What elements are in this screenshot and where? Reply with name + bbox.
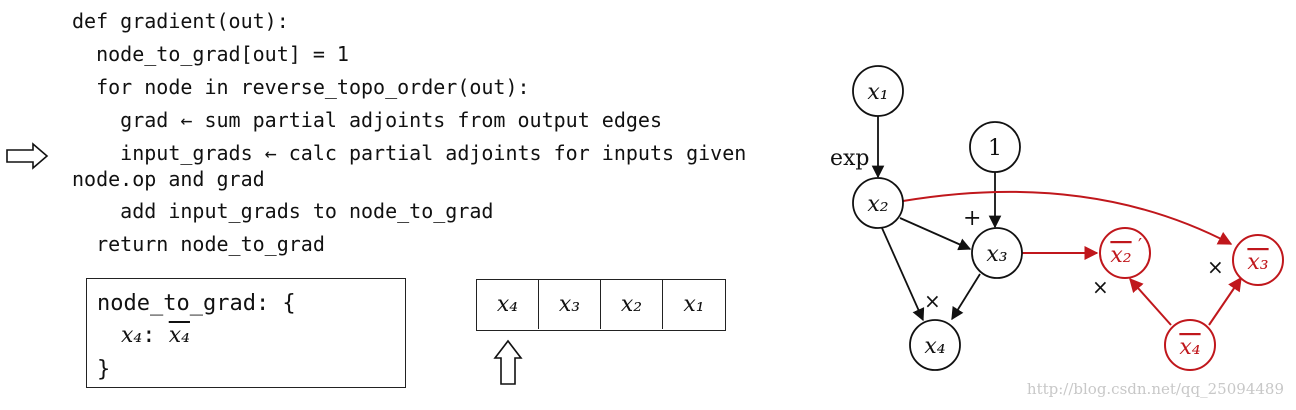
current-line-arrow-icon [6,142,49,170]
computation-graph: x₁ x₂ 1 x₃ x₄ x₂ ′ x₃ x₄ exp + × × × [830,65,1284,371]
svg-text:x₁: x₁ [867,80,888,105]
entry-separator: : [142,323,169,348]
order-cell: x₂ [601,280,663,329]
node-x4bar: x₄ [1164,319,1216,371]
edge-x2-x3 [899,217,972,251]
box-entry: x₄: x₄ [121,323,190,348]
order-cell: x₁ [683,292,705,317]
svg-text:x₂: x₂ [1110,243,1131,268]
code-line: node_to_grad[out] = 1 [72,42,349,66]
code-line: return node_to_grad [72,232,325,256]
code-line: for node in reverse_topo_order(out): [72,75,530,99]
edge-x4bar-x3bar [1208,276,1242,326]
code-line: add input_grads to node_to_grad [72,199,494,223]
reverse-topo-order: x₄ x₃ x₂ x₁ [476,279,726,331]
op-exp-label: exp [830,146,870,171]
svg-text:1: 1 [988,136,1002,161]
order-cell: x₄ [477,280,539,329]
order-cell: x₃ [539,280,601,329]
code-line-current: input_grads ← calc partial adjoints for … [72,141,747,165]
edge-x2-x3bar [902,190,1233,245]
svg-text:x₄: x₄ [924,334,945,359]
op-times-left-label: × [1092,275,1109,299]
svg-text:x₃: x₃ [1247,250,1268,275]
svg-text:′: ′ [1138,235,1142,256]
op-times-right-label: × [1207,255,1224,279]
edge-x2-x4 [881,227,925,322]
node-x2: x₂ [852,177,904,229]
code-line: def gradient(out): [72,9,289,33]
entry-key: x₄ [121,323,143,348]
box-footer: } [97,357,111,382]
node-one: 1 [969,121,1021,173]
box-header: node_to_grad: { [97,291,296,316]
node-x3bar: x₃ [1232,234,1284,286]
code-line-wrap: node.op and grad [72,167,265,191]
svg-text:x₂: x₂ [867,192,888,217]
node-x3: x₃ [971,227,1023,279]
node-x4: x₄ [909,319,961,371]
edge-x4bar-x2bar [1129,277,1172,326]
node-x1: x₁ [852,65,904,117]
op-plus-label: + [963,206,981,231]
svg-text:x₃: x₃ [986,242,1007,267]
op-times-x4-label: × [924,289,941,313]
code-line: grad ← sum partial adjoints from output … [72,108,663,132]
entry-value: x₄ [168,323,190,348]
node-x2bar-prime: x₂ ′ [1099,227,1151,279]
current-node-arrow-icon [493,339,523,385]
watermark: http://blog.csdn.net/qq_25094489 [1026,380,1284,398]
svg-text:x₄: x₄ [1179,335,1200,360]
edge-x3-x4 [951,273,981,321]
node-to-grad-box: node_to_grad: { x₄: x₄ } [86,278,406,388]
